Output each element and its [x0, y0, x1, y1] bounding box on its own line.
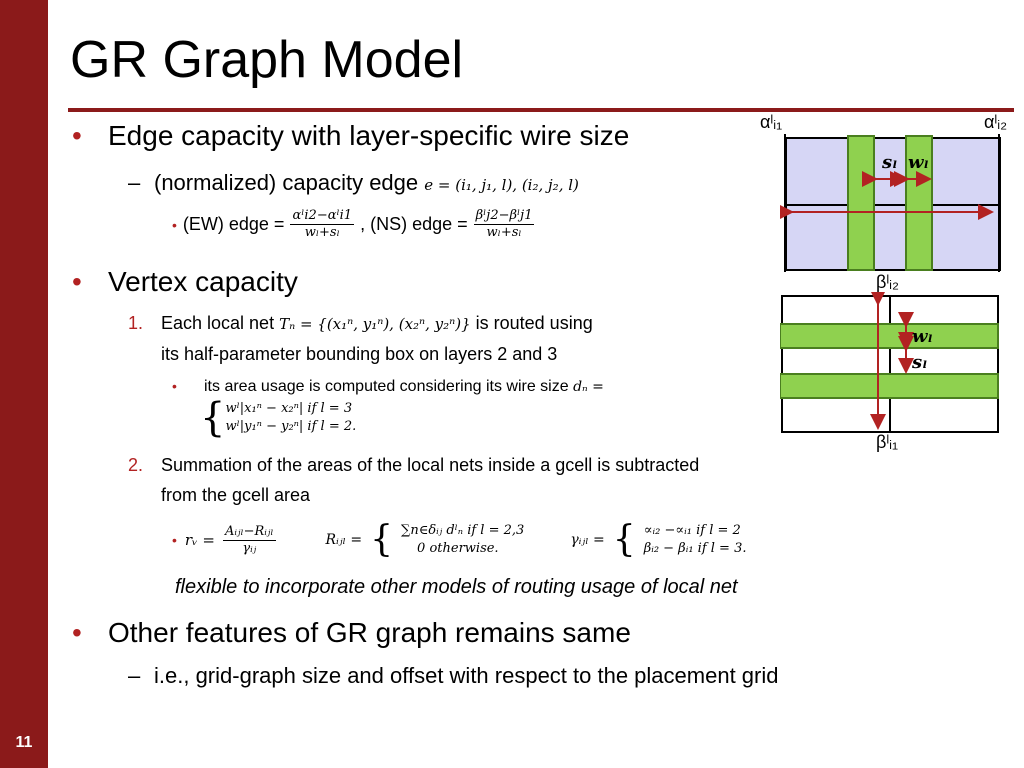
local-net-post: is routed using: [475, 313, 593, 333]
rv-denominator: γᵢⱼ: [242, 540, 257, 556]
gamma-cases: ∝ᵢ₂ −∝ᵢ₁ if l = 2 βᵢ₂ − βᵢ₁ if l = 3.: [644, 522, 747, 558]
beta-i1-label: βˡᵢ₁: [876, 432, 899, 452]
dash-marker: –: [128, 663, 141, 688]
capacity-edge-math: e = (i₁, j₁, l), (i₂, j₂, l): [424, 176, 579, 194]
bullet-dot: •: [72, 120, 82, 151]
wire-left: [847, 135, 875, 271]
case-line-1: wˡ|x₁ⁿ − x₂ⁿ| if l = 3: [225, 401, 353, 416]
bullet-dot: •: [72, 266, 82, 297]
R-case-1: ∑n∈δᵢⱼ dˡₙ if l = 2,3: [401, 523, 525, 538]
local-net-line1: Each local net Tₙ = {(x₁ⁿ, y₁ⁿ), (x₂ⁿ, y…: [161, 313, 593, 334]
summation-line2: from the gcell area: [161, 485, 311, 505]
wire-bottom: [780, 373, 999, 399]
s-label-bottom: sₗ: [912, 352, 928, 373]
ns-denominator: wₗ+sₗ: [486, 225, 522, 240]
gamma-brace: {: [612, 519, 636, 560]
local-net-math: Tₙ = {(x₁ⁿ, y₁ⁿ), (x₂ⁿ, y₂ⁿ)}: [279, 315, 471, 333]
summation-line1: Summation of the areas of the local nets…: [161, 455, 700, 475]
rv-numerator: Aᵢⱼₗ−Rᵢⱼₗ: [223, 523, 276, 541]
title-divider: [68, 108, 1014, 112]
rv-fraction: Aᵢⱼₗ−Rᵢⱼₗ γᵢⱼ: [223, 523, 276, 557]
ew-edge-label: (EW) edge =: [182, 214, 285, 234]
ns-edge-diagram: [780, 292, 999, 433]
ew-edge-diagram: [780, 134, 1001, 272]
sidebar-bar: [0, 0, 48, 768]
left-brace: {: [200, 395, 226, 441]
grid-graph-line: i.e., grid-graph size and offset with re…: [154, 663, 779, 688]
w-label-bottom: wₗ: [912, 326, 933, 347]
bullet-dot: •: [172, 216, 177, 233]
bullet-edge-capacity: •: [72, 120, 82, 152]
vertex-formulas: • rᵥ = Aᵢⱼₗ−Rᵢⱼₗ γᵢⱼ Rᵢⱼₗ = { ∑n∈δᵢⱼ dˡₙ…: [172, 522, 746, 558]
ns-numerator: βˡj2−βˡj1: [473, 208, 535, 225]
dash-marker: –: [128, 170, 141, 195]
ns-edge-fraction: βˡj2−βˡj1 wₗ+sₗ: [473, 208, 535, 241]
rv-lhs: rᵥ =: [184, 531, 216, 549]
bullet-edge-capacity-text: Edge capacity with layer-specific wire s…: [108, 120, 630, 151]
slide-number: 11: [15, 734, 33, 751]
list-marker-1: 1.: [128, 313, 144, 333]
bullet-dot: •: [72, 617, 82, 648]
bullet-vertex-capacity-text: Vertex capacity: [108, 266, 298, 297]
case-line-2: wˡ|y₁ⁿ − y₂ⁿ| if l = 2.: [225, 419, 357, 434]
wire-size-cases: { wˡ|x₁ⁿ − x₂ⁿ| if l = 3 wˡ|y₁ⁿ − y₂ⁿ| i…: [200, 395, 356, 441]
bullet-other-features-text: Other features of GR graph remains same: [108, 617, 631, 648]
w-label-top: wₗ: [908, 152, 929, 173]
wire-size-text: its area usage is computed considering i…: [204, 378, 569, 395]
local-net-line2: its half-parameter bounding box on layer…: [161, 344, 558, 364]
beta-i2-label: βˡᵢ₂: [876, 272, 900, 292]
local-net-pre: Each local net: [161, 313, 275, 333]
ew-denominator: wₗ+sₗ: [304, 225, 340, 240]
bullet-dot: •: [172, 532, 177, 548]
wire-size-line: its area usage is computed considering i…: [204, 378, 604, 396]
slide-title: GR Graph Model: [70, 31, 464, 89]
wire-top: [780, 323, 999, 349]
capacity-edge-line: (normalized) capacity edge e = (i₁, j₁, …: [154, 170, 579, 196]
cases-block: wˡ|x₁ⁿ − x₂ⁿ| if l = 3 wˡ|y₁ⁿ − y₂ⁿ| if …: [225, 400, 356, 436]
R-cases: ∑n∈δᵢⱼ dˡₙ if l = 2,3 0 otherwise.: [401, 522, 524, 558]
bullet-vertex-capacity: •: [72, 266, 82, 298]
R-case-2: 0 otherwise.: [417, 541, 499, 556]
list-marker-2: 2.: [128, 455, 144, 475]
bullet-dot: •: [172, 378, 177, 394]
gamma-case-2: βᵢ₂ − βᵢ₁ if l = 3.: [643, 541, 747, 556]
bullet-other-features: •: [72, 617, 82, 649]
s-label-top: sₗ: [882, 152, 898, 173]
footnote-italic: flexible to incorporate other models of …: [175, 576, 738, 598]
gamma-case-1: ∝ᵢ₂ −∝ᵢ₁ if l = 2: [643, 523, 741, 538]
ew-numerator: αˡi2−αˡi1: [290, 208, 355, 225]
R-brace: {: [370, 519, 394, 560]
ew-edge-fraction: αˡi2−αˡi1 wₗ+sₗ: [290, 208, 355, 241]
alpha-i1-label: αˡᵢ₁: [760, 112, 783, 132]
gamma-lhs: γᵢⱼₗ =: [570, 532, 605, 548]
ns-edge-label: , (NS) edge =: [360, 214, 468, 234]
wire-right: [905, 135, 933, 271]
edge-formulas: • (EW) edge = αˡi2−αˡi1 wₗ+sₗ , (NS) edg…: [172, 208, 535, 241]
wire-size-math: dₙ =: [573, 379, 604, 395]
capacity-edge-text: (normalized) capacity edge: [154, 170, 419, 195]
R-lhs: Rᵢⱼₗ =: [325, 532, 363, 548]
alpha-i2-label: αˡᵢ₂: [984, 112, 1008, 132]
